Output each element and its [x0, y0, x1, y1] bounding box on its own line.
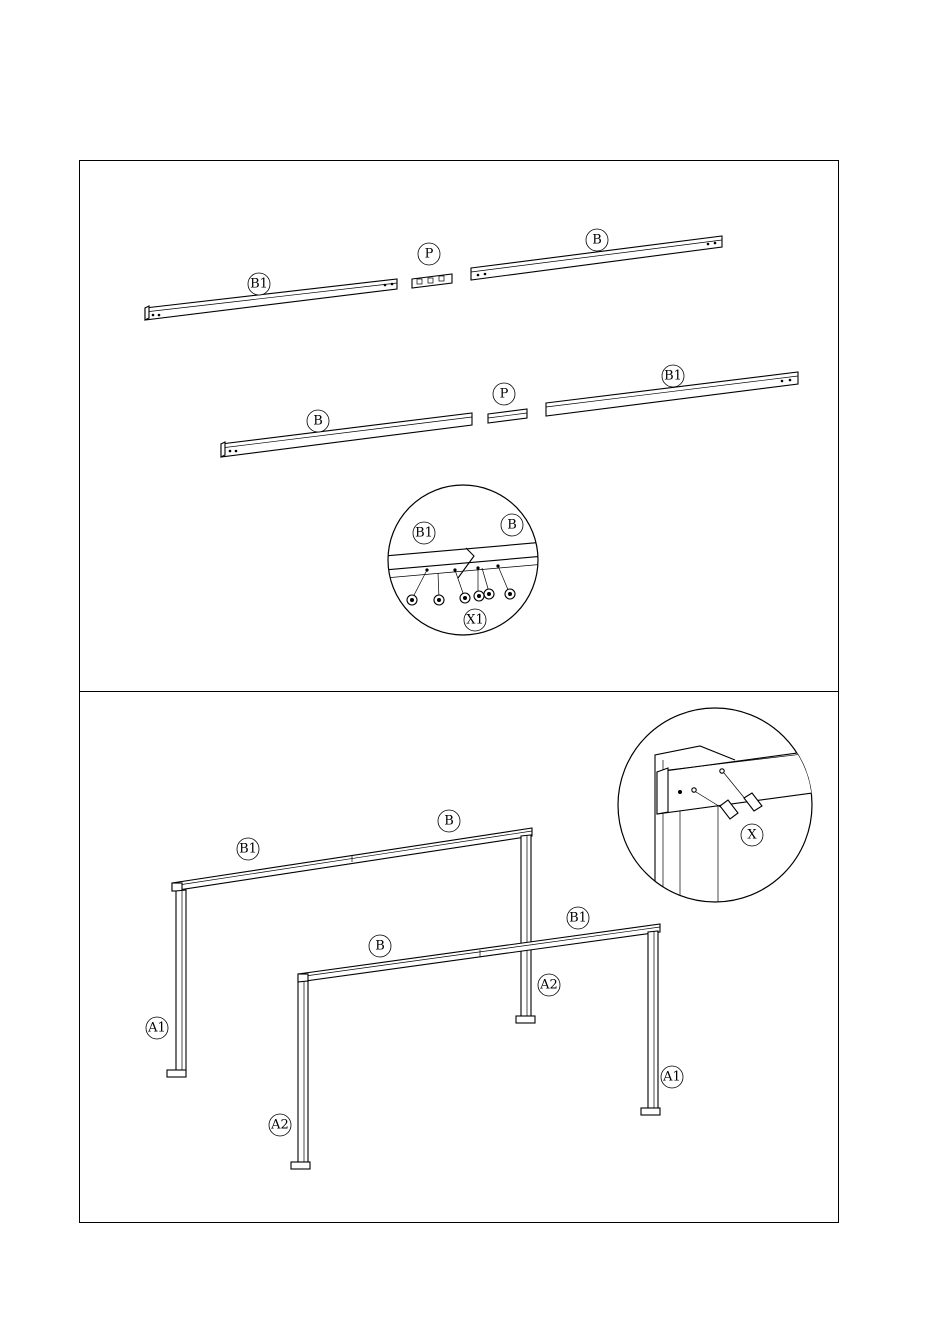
svg-text:B1: B1 [250, 277, 268, 292]
detail-x: X [618, 708, 820, 905]
label-front-a1: A1 [661, 1066, 683, 1088]
svg-text:B: B [592, 233, 602, 248]
label-b-bottom-left: B [307, 410, 329, 432]
beam-b-bottom-left [221, 413, 472, 457]
label-front-b1: B1 [567, 907, 589, 929]
label-b1-top-left: B1 [248, 273, 270, 295]
svg-text:B1: B1 [415, 526, 433, 541]
label-back-b: B [438, 810, 460, 832]
svg-text:X: X [747, 828, 757, 843]
front-frame [291, 924, 660, 1169]
label-back-b1: B1 [237, 838, 259, 860]
label-back-a1: A1 [146, 1017, 168, 1039]
svg-text:B: B [507, 518, 517, 533]
svg-text:A2: A2 [270, 1118, 289, 1133]
label-front-a2: A2 [269, 1114, 291, 1136]
svg-text:B: B [375, 939, 385, 954]
beam-b1-top-left [145, 279, 397, 320]
svg-text:B1: B1 [569, 911, 587, 926]
connector-p-top [412, 274, 452, 288]
label-back-a2: A2 [538, 974, 560, 996]
connector-p-bottom [488, 409, 527, 423]
svg-text:B: B [444, 814, 454, 829]
svg-text:B1: B1 [239, 842, 257, 857]
label-p-top: P [418, 243, 440, 265]
label-front-b: B [369, 935, 391, 957]
svg-text:P: P [500, 387, 509, 402]
svg-text:A2: A2 [539, 978, 558, 993]
svg-text:X1: X1 [466, 613, 484, 628]
label-b1-bottom-right: B1 [662, 365, 684, 387]
detail-x1: B1 B X1 [385, 485, 545, 635]
svg-text:P: P [425, 247, 434, 262]
label-b-top-right: B [586, 229, 608, 251]
svg-text:B1: B1 [664, 369, 682, 384]
svg-text:B: B [313, 414, 323, 429]
svg-text:A1: A1 [662, 1070, 681, 1085]
svg-text:A1: A1 [147, 1021, 166, 1036]
label-p-bottom: P [493, 383, 515, 405]
